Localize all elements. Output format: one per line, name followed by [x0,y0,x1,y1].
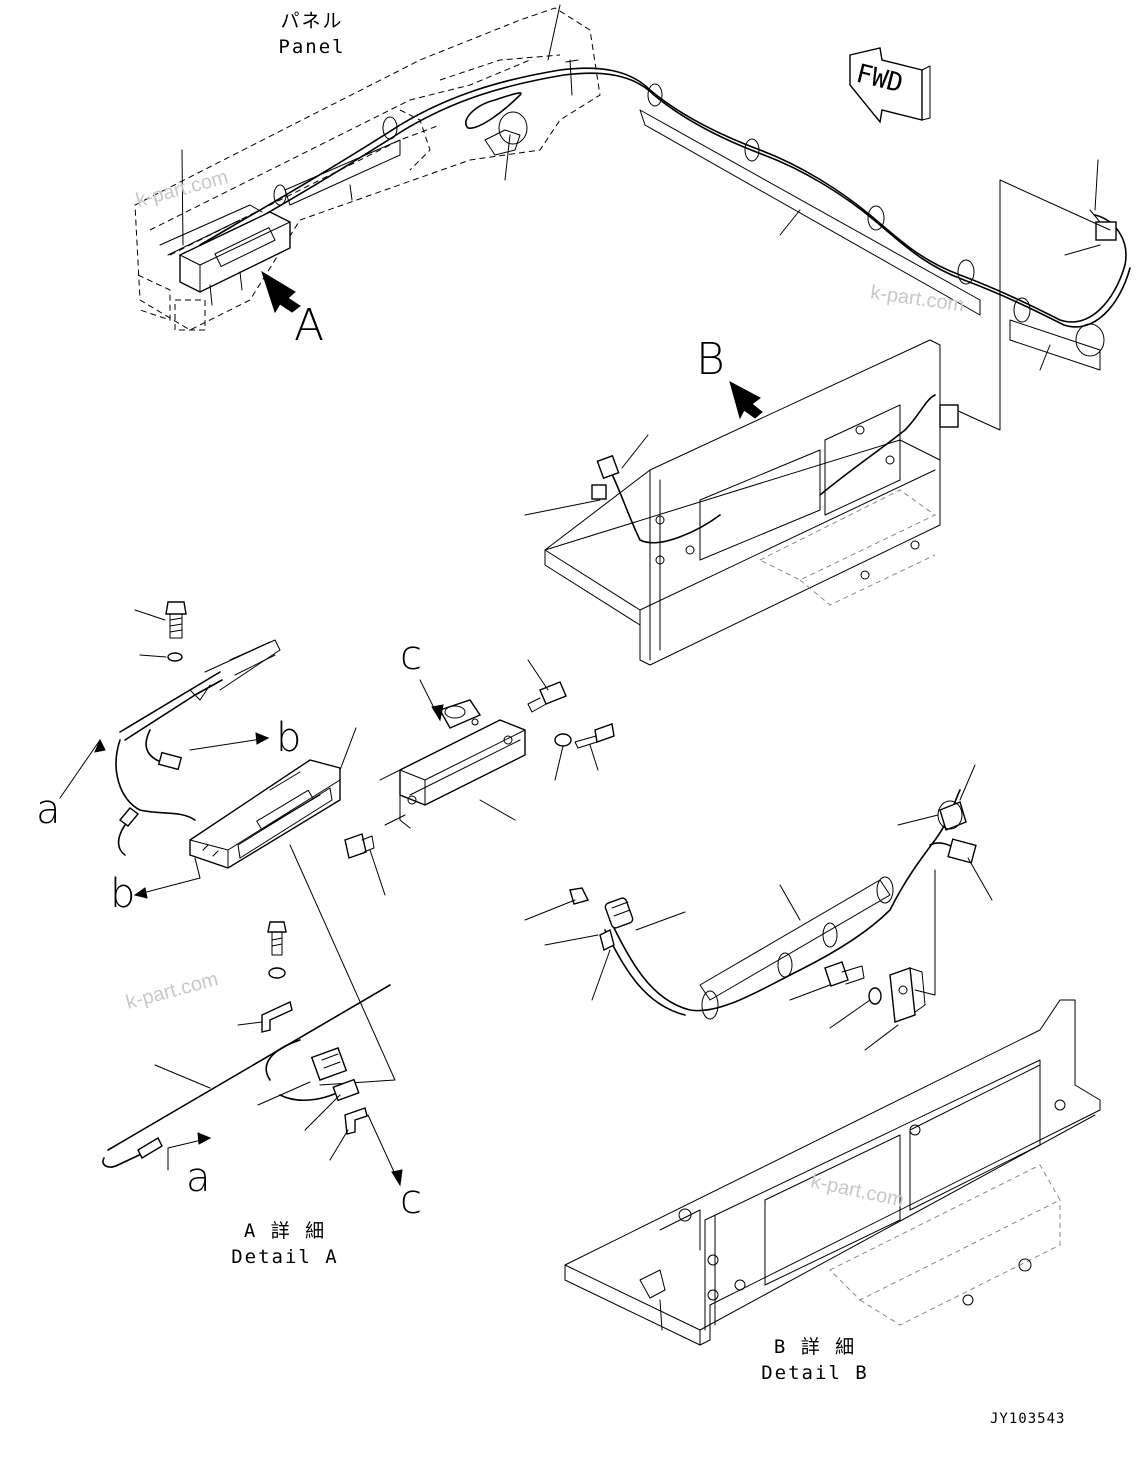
ref-a-left: a [36,787,61,833]
view-b-arrow [729,381,763,420]
detail-b-jp: B 詳 細 [773,1336,857,1358]
detail-b-en: Detail B [761,1362,869,1384]
main-harness [181,4,1131,431]
radio-unit-top [159,204,291,306]
ref-b-left: b [110,871,136,917]
view-a-arrow [261,270,301,314]
detail-a-en: Detail A [231,1246,339,1268]
bracket-c [344,659,615,896]
panel-outline [134,7,601,331]
detail-a [59,601,403,1187]
detail-b [524,764,1101,1346]
ref-a-bottom: a [186,1155,211,1201]
drawing-code: JY103543 [990,1411,1066,1427]
view-b-label: B [696,334,725,385]
panel-label-jp: パネル [280,10,344,32]
bracket-b-top [524,339,959,666]
panel-label-en: Panel [278,36,346,58]
ref-b-right: b [276,715,302,761]
fwd-arrow [849,47,931,124]
view-a-label: A [294,300,325,351]
ref-c-bottom: c [400,1177,422,1223]
ref-c-top: c [400,633,422,679]
detail-a-jp: A 詳 細 [243,1220,327,1242]
